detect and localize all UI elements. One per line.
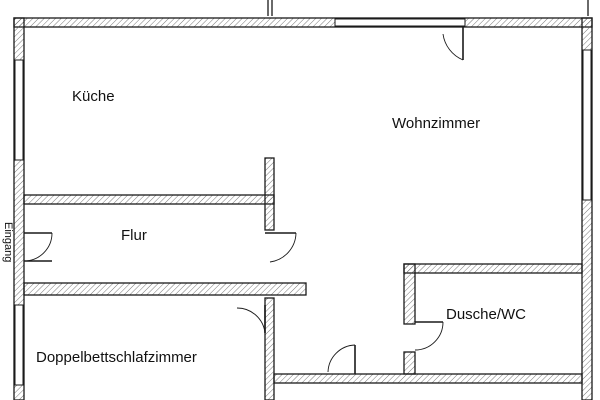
lower-corridor-wall <box>273 373 583 384</box>
shower-left-wall-upper <box>403 263 416 325</box>
room-label-hall: Flur <box>121 227 147 244</box>
left-window-kitchen <box>14 59 24 161</box>
right-wall <box>581 17 593 400</box>
upper-edge-marks <box>267 0 589 16</box>
door-entrance <box>23 232 53 262</box>
room-label-kitchen: Küche <box>72 88 115 105</box>
top-window <box>334 18 466 27</box>
exterior-walls <box>13 17 593 400</box>
door-shower <box>414 321 444 351</box>
door-living-top <box>442 27 464 61</box>
shower-top-wall <box>403 263 583 274</box>
room-label-living: Wohnzimmer <box>392 115 481 132</box>
windows <box>14 18 592 386</box>
doors <box>23 27 464 374</box>
interior-walls <box>23 157 583 400</box>
central-vertical-wall-lower <box>264 297 275 400</box>
shower-left-wall-lower <box>403 351 416 375</box>
hall-bedroom-wall <box>23 282 307 296</box>
right-window <box>582 49 592 201</box>
left-window-bedroom <box>14 304 24 386</box>
top-wall <box>13 17 593 28</box>
entrance-label: Eingang <box>2 222 14 263</box>
door-bedroom <box>236 305 266 334</box>
room-label-shower: Dusche/WC <box>446 306 527 323</box>
room-label-bedroom: Doppelbettschlafzimmer <box>36 349 197 366</box>
central-vertical-wall-upper <box>264 157 275 231</box>
door-hall-living <box>265 232 297 263</box>
door-lower <box>327 344 356 374</box>
left-wall <box>13 17 25 400</box>
kitchen-hall-wall <box>23 194 275 205</box>
